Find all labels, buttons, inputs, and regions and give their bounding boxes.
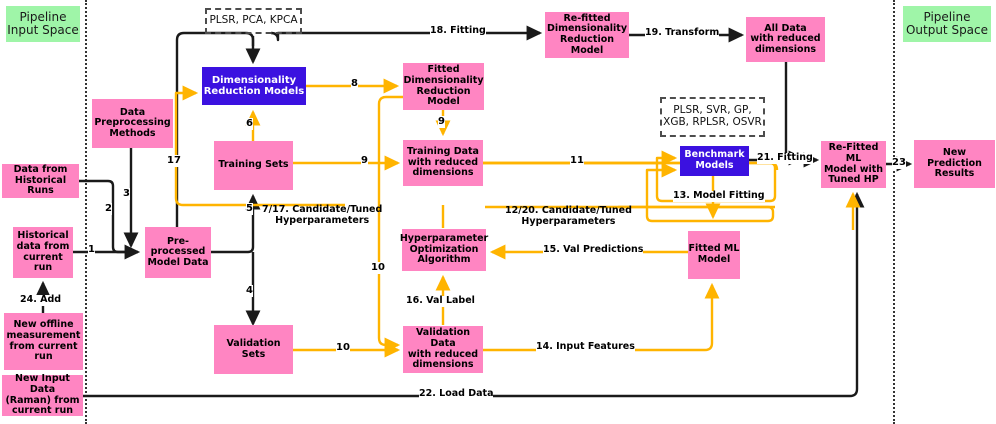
- edge-label-10-left: 10: [371, 262, 385, 274]
- node-benchmark-models[interactable]: Benchmark Models: [680, 146, 749, 176]
- zone-pipeline-output-space: Pipeline Output Space: [903, 6, 991, 42]
- zone-output-label: Pipeline Output Space: [905, 9, 989, 37]
- node-training-sets-label: Training Sets: [218, 159, 289, 171]
- edge-label-19: 19. Transform: [645, 27, 720, 39]
- node-new-offline-measurement[interactable]: New offline measurement from current run: [4, 313, 83, 370]
- node-fitted-ml-label: Fitted ML Model: [688, 243, 740, 265]
- zone-pipeline-input-space: Pipeline Input Space: [6, 6, 80, 42]
- node-methods-dr: PLSR, PCA, KPCA: [205, 8, 302, 34]
- node-data-preprocessing-label: Data Preprocessing Methods: [94, 106, 171, 139]
- edge-label-1: 1: [88, 244, 95, 256]
- node-dimensionality-reduction-models[interactable]: Dimensionality Reduction Models: [202, 67, 306, 105]
- node-validation-data-reduced-label: Validation Data with reduced dimensions: [407, 327, 479, 371]
- edge-label-4: 4: [246, 285, 253, 297]
- node-fitted-dr-label: Fitted Dimensionality Reduction Model: [403, 64, 484, 108]
- node-preprocessed-model-data[interactable]: Pre- processed Model Data: [145, 227, 211, 278]
- node-data-preprocessing-methods[interactable]: Data Preprocessing Methods: [92, 99, 173, 148]
- node-fitted-dimensionality-reduction-model[interactable]: Fitted Dimensionality Reduction Model: [403, 63, 484, 110]
- node-fitted-ml-model[interactable]: Fitted ML Model: [688, 231, 740, 279]
- node-historical-data-current-run[interactable]: Historical data from current run: [13, 227, 73, 278]
- node-methods-dr-label: PLSR, PCA, KPCA: [209, 14, 298, 27]
- node-new-input-data-label: New Input Data (Raman) from current run: [5, 373, 80, 417]
- edge-label-16: 16. Val Label: [406, 295, 475, 307]
- node-preprocessed-label: Pre- processed Model Data: [147, 235, 209, 268]
- edge-label-21: 21. Fitting: [757, 152, 813, 164]
- node-refitted-ml-model[interactable]: Re-Fitted ML Model with Tuned HP: [821, 141, 886, 188]
- node-refitted-dr-label: Re-fitted Dimensionality Reduction Model: [546, 12, 628, 56]
- output-space-divider: [893, 0, 895, 424]
- node-all-data-reduced-label: All Data with reduced dimensions: [750, 22, 821, 55]
- node-training-data-reduced[interactable]: Training Data with reduced dimensions: [403, 140, 483, 186]
- node-new-prediction-label: New Prediction Results: [927, 147, 982, 180]
- node-new-input-data-raman[interactable]: New Input Data (Raman) from current run: [2, 373, 83, 417]
- edge-label-8: 8: [351, 78, 358, 90]
- edge-label-15: 15. Val Predictions: [543, 244, 644, 256]
- edge-label-22: 22. Load Data: [419, 388, 494, 400]
- node-dr-models-label: Dimensionality Reduction Models: [203, 74, 305, 97]
- edge-label-5: 5: [246, 203, 253, 215]
- input-space-divider: [85, 0, 87, 424]
- edge-label-3: 3: [123, 188, 130, 200]
- edge-label-23: 23: [892, 157, 906, 169]
- edge-label-2: 2: [105, 203, 112, 215]
- edge-label-11: 11: [570, 155, 584, 167]
- node-training-sets[interactable]: Training Sets: [214, 141, 293, 190]
- node-refitted-dimensionality-reduction-model[interactable]: Re-fitted Dimensionality Reduction Model: [545, 12, 629, 58]
- zone-input-label: Pipeline Input Space: [7, 9, 79, 37]
- node-methods-ml: PLSR, SVR, GP, XGB, RPLSR, OSVR: [660, 97, 765, 137]
- edge-label-18: 18. Fitting: [430, 25, 486, 37]
- node-hpo-label: Hyperparameter Optimization Algorithm: [399, 233, 489, 266]
- edge-label-24: 24. Add: [20, 294, 62, 306]
- edge-label-9-train: 9: [361, 155, 368, 167]
- node-new-offline-label: New offline measurement from current run: [6, 319, 81, 363]
- edge-label-9-dr: 9: [438, 116, 445, 128]
- edge-label-17: 17: [167, 155, 181, 167]
- node-validation-sets-label: Validation Sets: [226, 337, 281, 360]
- node-data-from-historical-runs[interactable]: Data from Historical Runs: [2, 164, 79, 198]
- node-validation-data-reduced[interactable]: Validation Data with reduced dimensions: [403, 326, 483, 373]
- edge-label-10-val: 10: [336, 342, 350, 354]
- node-data-historical-runs-label: Data from Historical Runs: [13, 164, 68, 197]
- node-benchmark-models-label: Benchmark Models: [684, 149, 745, 171]
- node-hyperparameter-optimization-algorithm[interactable]: Hyperparameter Optimization Algorithm: [399, 229, 489, 271]
- node-refitted-ml-label: Re-Fitted ML Model with Tuned HP: [823, 142, 884, 186]
- node-historical-current-label: Historical data from current run: [16, 230, 70, 274]
- node-training-data-reduced-label: Training Data with reduced dimensions: [407, 146, 479, 179]
- edge-label-13: 13. Model Fitting: [673, 190, 765, 202]
- node-all-data-reduced[interactable]: All Data with reduced dimensions: [746, 17, 825, 62]
- edge-label-6: 6: [246, 118, 253, 130]
- node-new-prediction-results[interactable]: New Prediction Results: [914, 140, 995, 188]
- node-validation-sets[interactable]: Validation Sets: [214, 325, 293, 374]
- edge-label-12-20: 12/20. Candidate/Tuned Hyperparameters: [505, 205, 632, 227]
- edge-label-7-17: 7/17. Candidate/Tuned Hyperparameters: [262, 204, 383, 226]
- edge-label-14: 14. Input Features: [536, 341, 635, 353]
- node-methods-ml-label: PLSR, SVR, GP, XGB, RPLSR, OSVR: [663, 104, 762, 128]
